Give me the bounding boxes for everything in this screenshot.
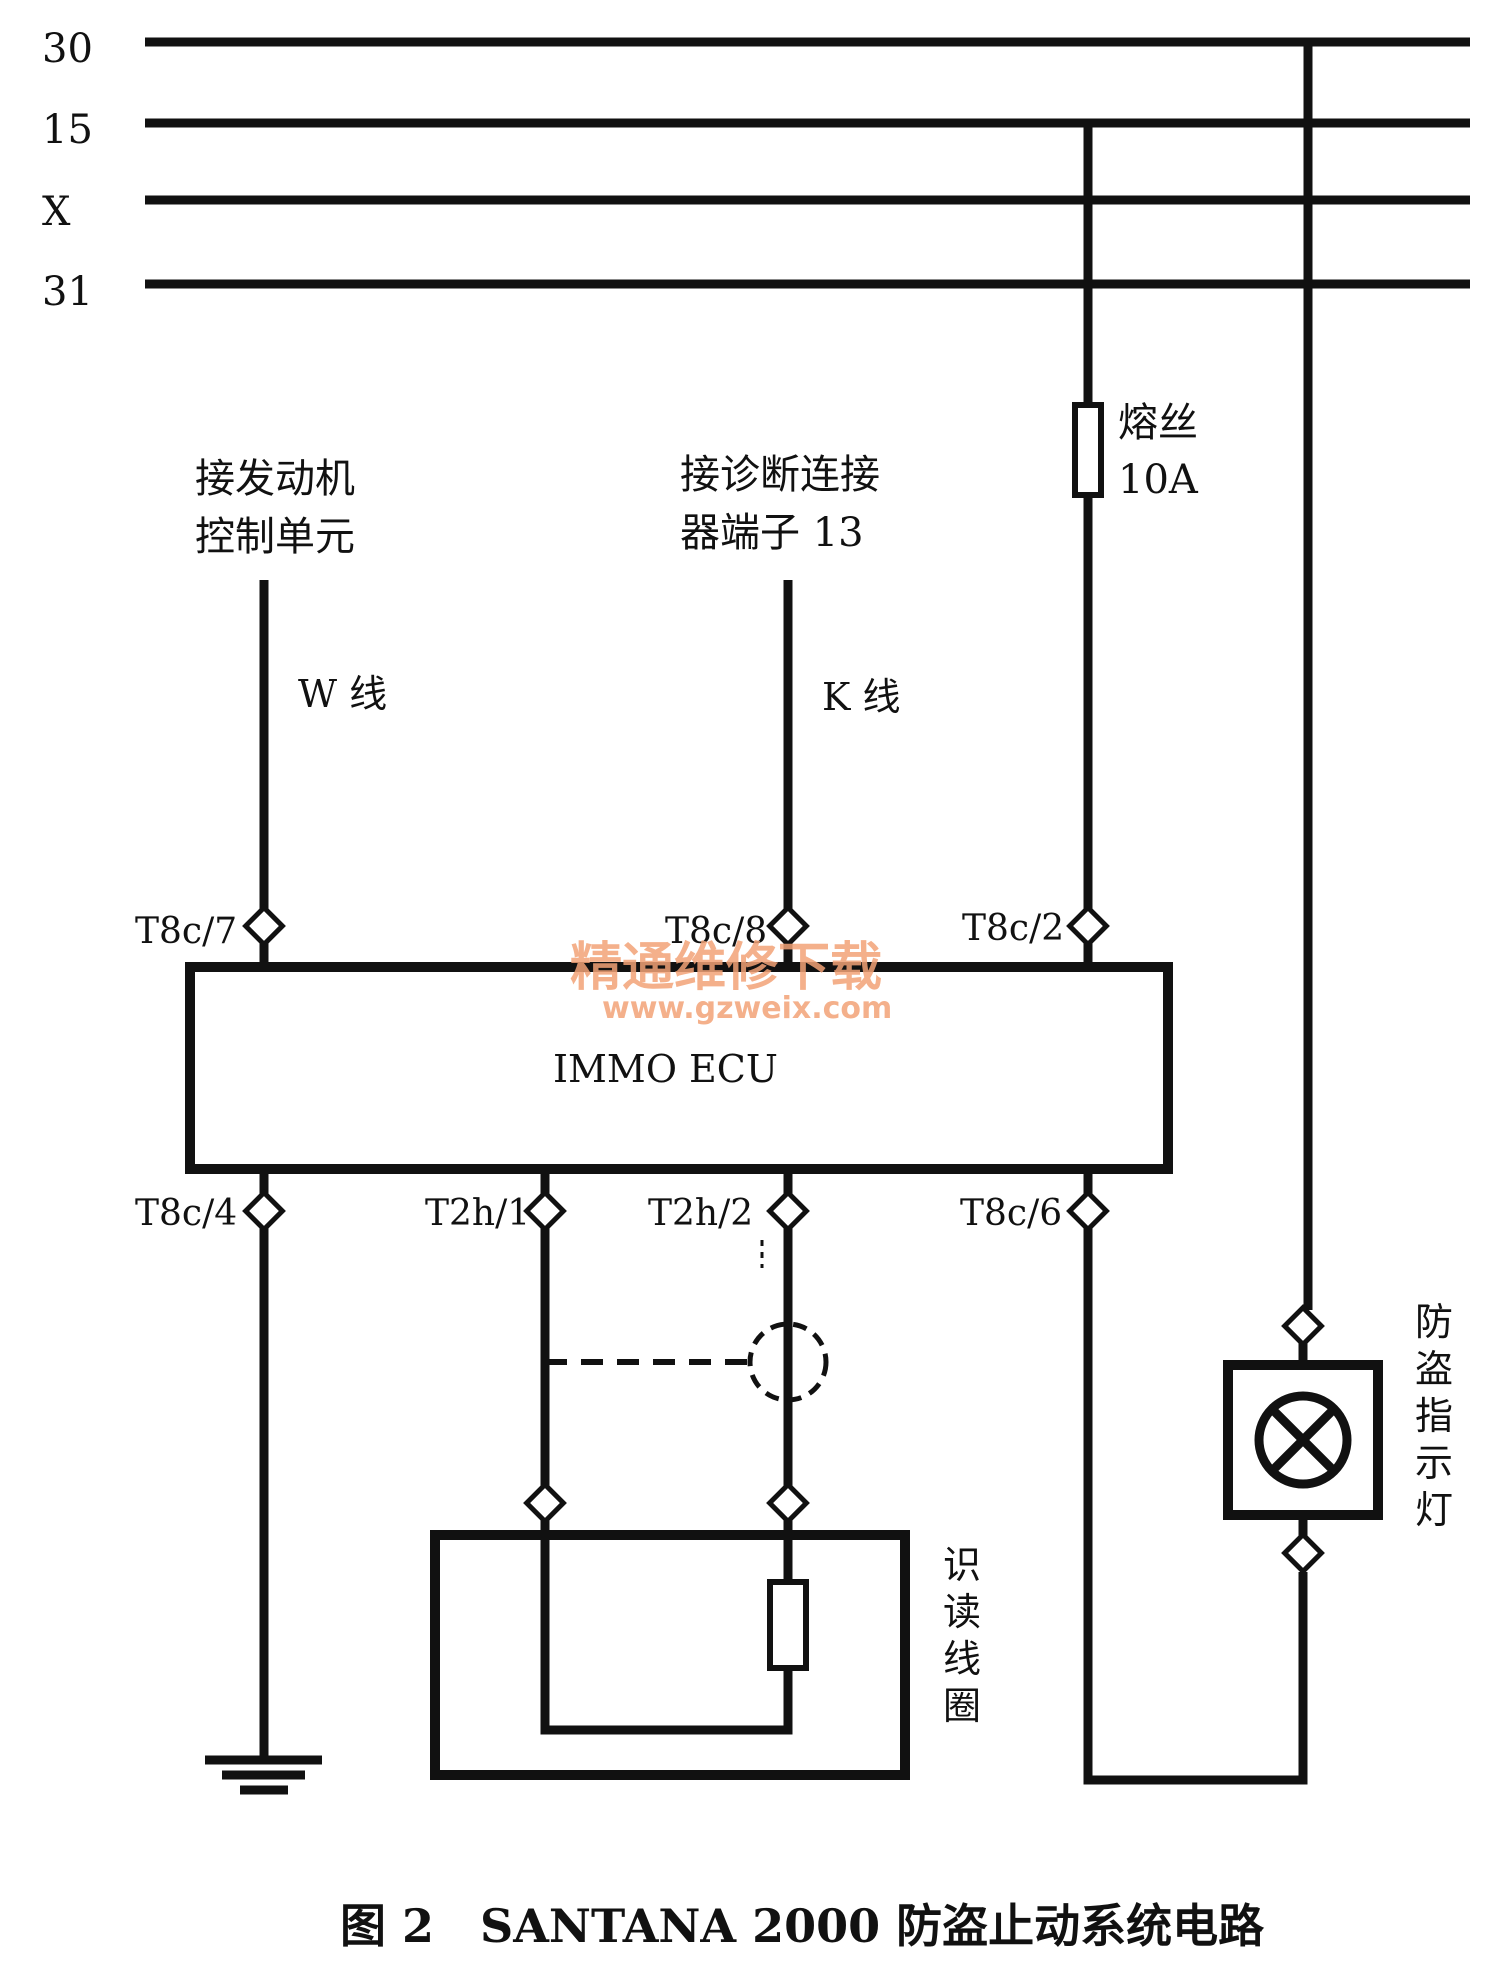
coil-resistor-icon [767, 1579, 809, 1671]
immo-ecu-box [185, 962, 1173, 1174]
indicator-char: 示 [1415, 1441, 1453, 1485]
coil-char: 线 [943, 1637, 981, 1681]
label-t2h2: T2h/2 [648, 1193, 753, 1234]
coil-char: 识 [943, 1543, 981, 1587]
terminal-t8c7 [242, 904, 286, 948]
indicator-char: 防 [1415, 1300, 1453, 1344]
wire-t8c6-to-lamp [1083, 1228, 1308, 1785]
k-line-label: K 线 [822, 675, 900, 719]
terminal-t8c8 [766, 904, 810, 948]
terminal-t8c4 [242, 1189, 286, 1233]
coil-char: 圈 [943, 1684, 981, 1728]
coil-loop [540, 1517, 793, 1735]
fuse-label-line2: 10A [1118, 457, 1199, 503]
engine-ecu-label-line1: 接发动机 [195, 456, 355, 502]
watermark-line1: 精通维修下载 [570, 938, 882, 998]
fuse-icon [1072, 402, 1104, 498]
power-rails [145, 37, 1470, 289]
w-line-label: W 线 [298, 672, 387, 716]
shield-circle-icon [747, 1321, 829, 1403]
terminal-lamp-top [1281, 1304, 1325, 1348]
watermark-line2: www.gzweix.com [602, 991, 892, 1026]
rail-label-x: X [42, 189, 71, 235]
label-t8c4: T8c/4 [135, 1193, 237, 1234]
indicator-char: 灯 [1415, 1488, 1453, 1532]
rail-label-15: 15 [42, 107, 93, 153]
label-t2h1: T2h/1 [425, 1193, 530, 1234]
indicator-char: 指 [1415, 1394, 1453, 1438]
terminal-t2h1 [523, 1189, 567, 1233]
indicator-char: 盗 [1415, 1347, 1453, 1391]
diag-label-line1: 接诊断连接 [680, 452, 880, 498]
rail-label-31: 31 [42, 269, 93, 315]
label-t8c6: T8c/6 [960, 1193, 1062, 1234]
rail-labels: 30 15 X 31 [42, 26, 93, 315]
terminal-t8c6 [1066, 1189, 1110, 1233]
terminal-t2h2 [766, 1189, 810, 1233]
terminal-t8c2 [1066, 904, 1110, 948]
indicator-label: 防 盗 指 示 灯 [1415, 1300, 1453, 1532]
coil-box [430, 1530, 910, 1780]
ecu-label: IMMO ECU [553, 1047, 778, 1091]
fuse-label-line1: 熔丝 [1118, 400, 1198, 446]
coil-label: 识 读 线 圈 [943, 1543, 981, 1728]
rail-label-30: 30 [42, 26, 93, 72]
label-t8c7: T8c/7 [135, 911, 237, 952]
coil-char: 读 [943, 1590, 981, 1634]
figure-caption: 图 2 SANTANA 2000 防盗止动系统电路 [340, 1899, 1265, 1953]
terminal-lamp-bottom [1281, 1531, 1325, 1575]
terminal-coil-2 [766, 1481, 810, 1525]
label-t8c8: T8c/8 [665, 911, 767, 952]
engine-ecu-label-line2: 控制单元 [195, 514, 355, 560]
label-t8c2: T8c/2 [962, 908, 1064, 949]
diag-label-line2: 器端子 13 [680, 510, 864, 556]
terminal-coil-1 [523, 1481, 567, 1525]
terminal-connectors [242, 904, 1325, 1575]
ground-icon [205, 1755, 322, 1795]
lamp-icon [1254, 1391, 1352, 1489]
